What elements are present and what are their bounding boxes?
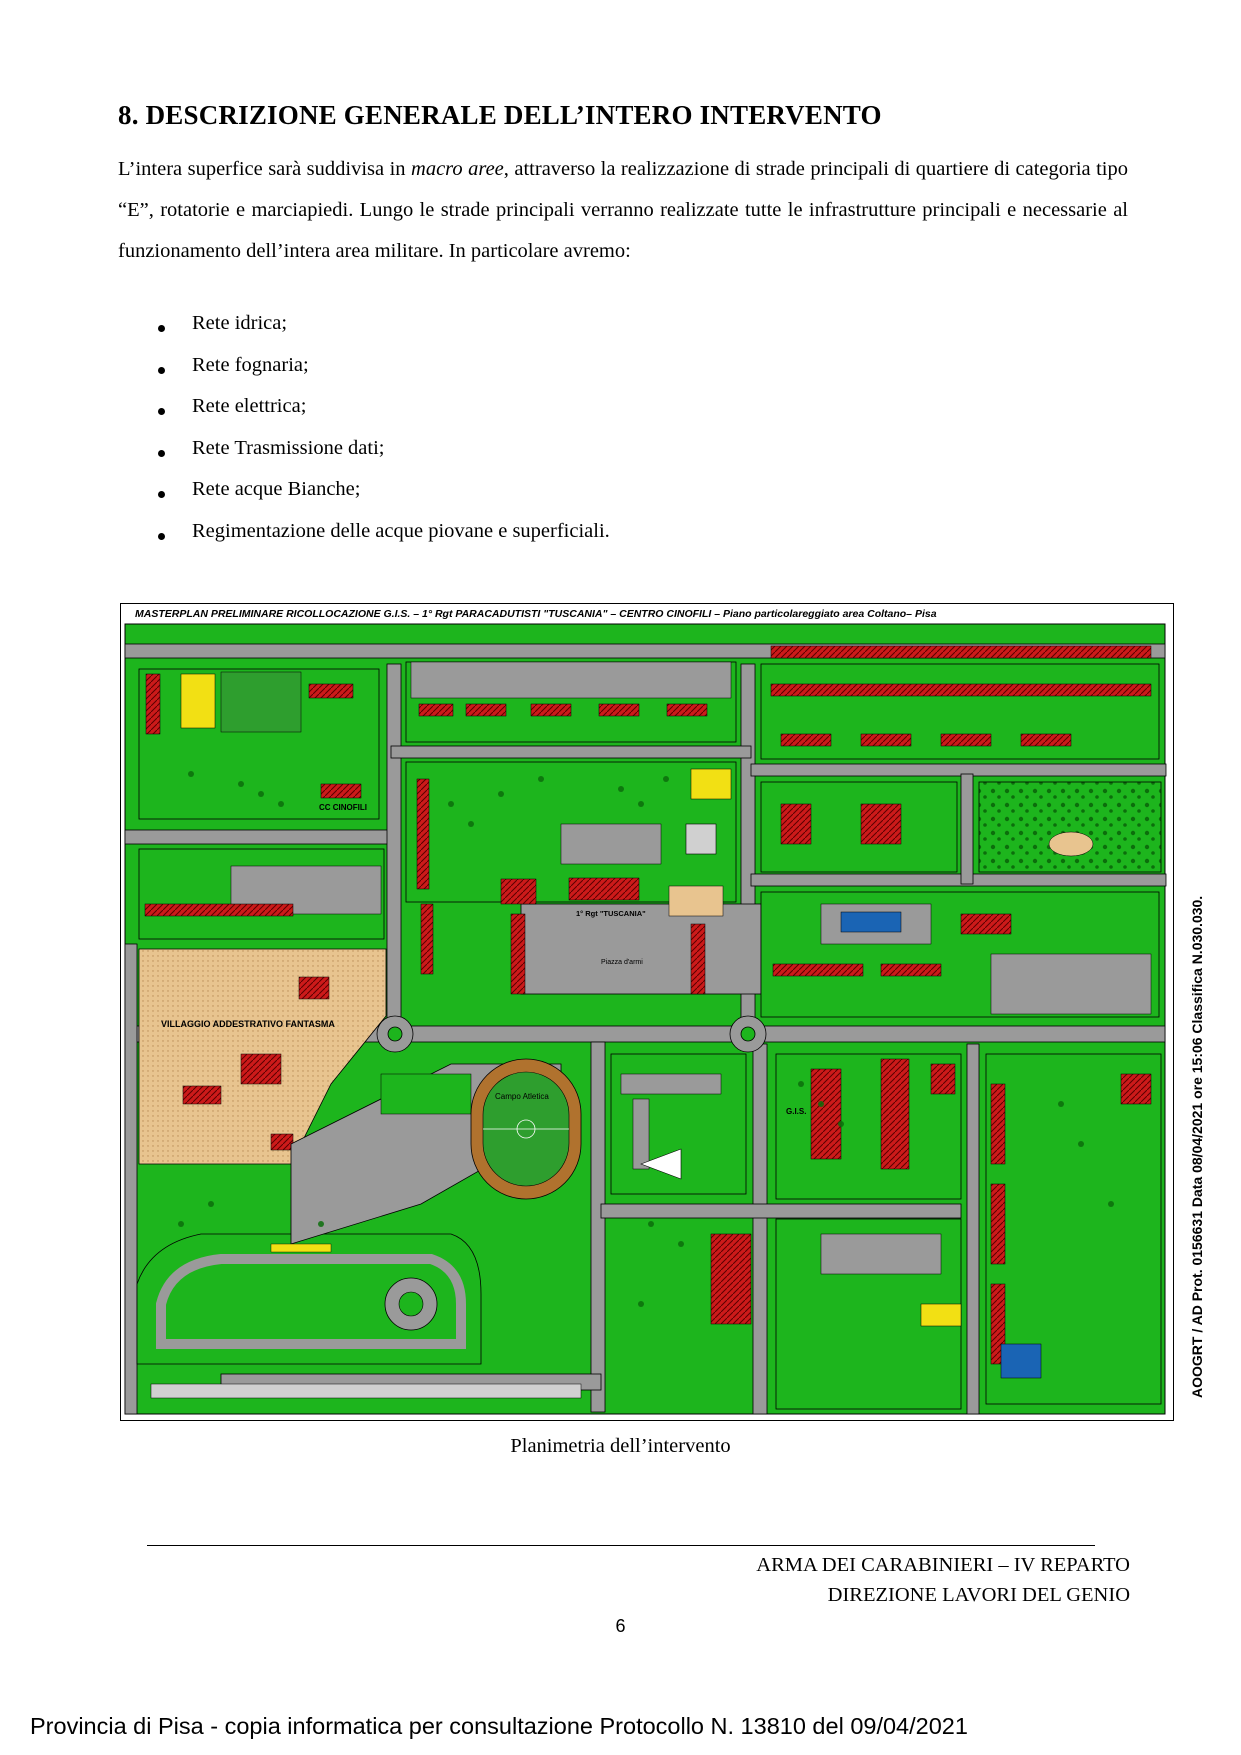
masterplan-title: MASTERPLAN PRELIMINARE RICOLLOCAZIONE G.… [135,608,937,620]
bullet-icon [158,491,165,499]
list-item: Rete idrica; [118,312,610,354]
list-item-label: Rete elettrica; [192,395,307,418]
infrastructure-list: Rete idrica; Rete fognaria; Rete elettri… [118,312,610,562]
protocol-stamp: AOOGRT / AD Prot. 0156631 Data 08/04/202… [1189,896,1205,1398]
bullet-icon [158,408,165,416]
protocol-stamp-text: AOOGRT / AD Prot. 0156631 Data 08/04/202… [1189,896,1205,1398]
masterplan-figure: MASTERPLAN PRELIMINARE RICOLLOCAZIONE G.… [120,603,1174,1421]
footer-divider [147,1545,1095,1546]
list-item: Rete Trasmissione dati; [118,437,610,479]
office-line-2: DIREZIONE LAVORI DEL GENIO [827,1584,1130,1606]
tuscania-label: 1° Rgt "TUSCANIA" [576,909,646,918]
office-line-1: ARMA DEI CARABINIERI – IV REPARTO [756,1554,1130,1576]
masterplan-title-bar [121,604,1173,622]
list-item: Rete elettrica; [118,395,610,437]
cinofili-label: CC CINOFILI [319,803,367,812]
list-item-label: Regimentazione delle acque piovane e sup… [192,519,610,542]
bullet-icon [158,449,165,457]
figure-caption: Planimetria dell’intervento [510,1435,731,1457]
list-item: Rete fognaria; [118,354,610,396]
bullet-icon [158,325,165,332]
athletics-field: Campo Atletica [470,1058,582,1200]
page-number: 6 [615,1616,626,1636]
piazza-label: Piazza d'armi [601,959,643,966]
gis-label: G.I.S. [786,1107,806,1116]
intro-text-1: L’intera superfice sarà suddivisa in [118,158,412,180]
intro-paragraph: L’intera superfice sarà suddivisa in mac… [118,149,1128,272]
list-item-label: Rete idrica; [192,312,288,334]
athletics-label: Campo Atletica [495,1092,549,1101]
intro-text-2: , attraverso la realizzazione di strade … [118,158,1128,262]
list-item: Rete acque Bianche; [118,478,610,520]
list-item-label: Rete acque Bianche; [192,478,361,501]
list-item: Regimentazione delle acque piovane e sup… [118,520,610,562]
protocol-footer-note: Provincia di Pisa - copia informatica pe… [30,1713,968,1739]
list-item-label: Rete Trasmissione dati; [192,436,385,459]
section-heading: 8. DESCRIZIONE GENERALE DELL’INTERO INTE… [118,100,882,130]
bullet-icon [158,532,165,540]
bullet-icon [158,366,165,374]
training-village-label: VILLAGGIO ADDESTRATIVO FANTASMA [161,1019,335,1029]
intro-emphasis: macro aree [411,158,504,180]
roundabouts [376,1015,767,1053]
list-item-label: Rete fognaria; [192,353,309,376]
